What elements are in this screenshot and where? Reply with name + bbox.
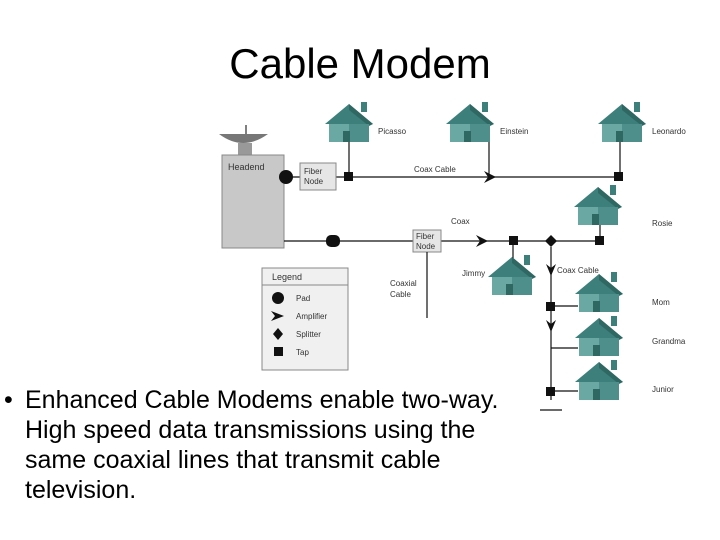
house-junior-icon	[575, 360, 623, 400]
fiber-node-1-line2: Node	[304, 177, 324, 186]
tap-icon	[546, 387, 555, 396]
tap-icon	[509, 236, 518, 245]
pad-icon	[279, 170, 293, 184]
legend-tap-icon	[274, 347, 283, 356]
tap-icon	[546, 302, 555, 311]
splitter-icon	[545, 235, 557, 247]
fiber-node-2-line1: Fiber	[416, 232, 435, 241]
amplifier-icon	[476, 235, 488, 247]
fiber-node-2-line2: Node	[416, 242, 436, 251]
house-label-einstein: Einstein	[500, 127, 528, 136]
house-label-grandma: Grandma	[652, 337, 686, 346]
house-jimmy-icon	[488, 255, 536, 295]
legend-title: Legend	[272, 272, 302, 282]
fiber-node-1-line1: Fiber	[304, 167, 323, 176]
legend-splitter-icon	[273, 328, 283, 340]
headend-box	[221, 154, 285, 249]
satellite-dish-icon	[219, 125, 268, 155]
slide-title: Cable Modem	[229, 40, 491, 87]
bullet-text: Enhanced Cable Modems enable two-way. Hi…	[25, 386, 499, 504]
house-einstein-icon	[446, 102, 494, 142]
tap-icon	[614, 172, 623, 181]
legend-amplifier-icon	[271, 311, 284, 321]
legend-item-tap: Tap	[296, 348, 309, 357]
house-label-leonardo: Leonardo	[652, 127, 686, 136]
fiber-node-1	[299, 162, 337, 191]
legend-item-pad: Pad	[296, 294, 310, 303]
house-leonardo-icon	[598, 102, 646, 142]
house-picasso-icon	[325, 102, 373, 142]
house-label-junior: Junior	[652, 385, 674, 394]
house-label-jimmy: Jimmy	[462, 269, 485, 278]
legend-item-splitter: Splitter	[296, 330, 321, 339]
house-label-rosie: Rosie	[652, 219, 673, 228]
coax-cable-right-label: Coax Cable	[557, 266, 599, 275]
house-label-mom: Mom	[652, 298, 670, 307]
headend-label: Headend	[228, 162, 265, 172]
amplifier-icon	[546, 320, 556, 332]
coax-cable-top-label: Coax Cable	[414, 165, 456, 174]
bullet-marker: •	[4, 386, 13, 414]
legend-pad-icon	[272, 292, 284, 304]
amplifier-icon	[546, 264, 556, 276]
pad-icon	[326, 235, 340, 247]
house-label-picasso: Picasso	[378, 127, 407, 136]
coax-label: Coax	[451, 217, 470, 226]
house-mom-icon	[575, 272, 623, 312]
house-grandma-icon	[575, 316, 623, 356]
coaxial-cable-label-2: Cable	[390, 290, 411, 299]
coaxial-cable-label-1: Coaxial	[390, 279, 417, 288]
amplifier-icon	[484, 171, 496, 183]
legend: Legend Pad Amplifier Splitter Tap	[261, 267, 349, 371]
legend-item-amplifier: Amplifier	[296, 312, 327, 321]
house-rosie-icon	[574, 185, 622, 225]
